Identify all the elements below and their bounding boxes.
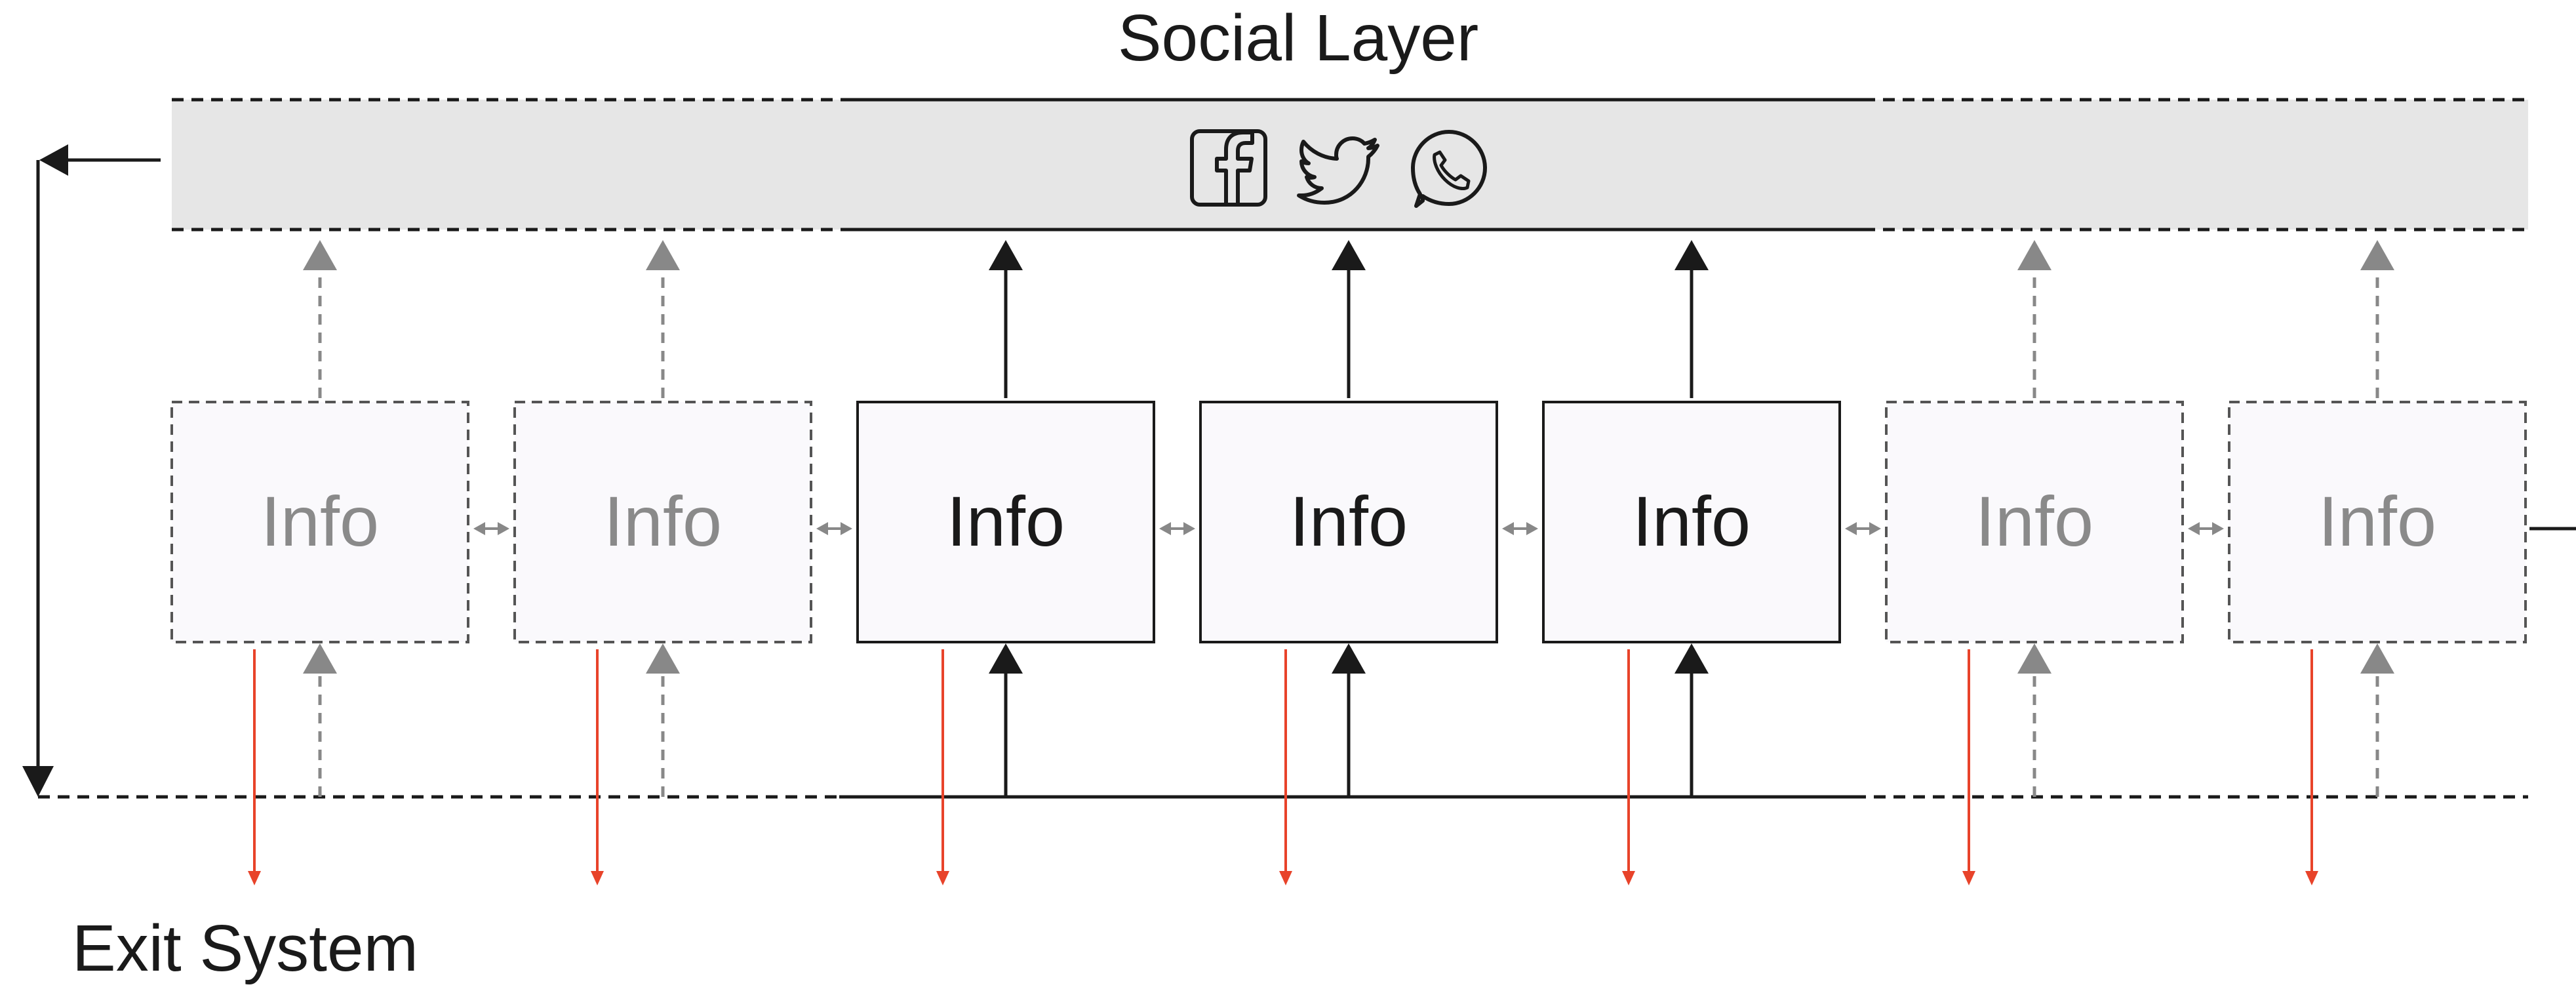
bidirectional-link <box>1159 522 1195 535</box>
up-arrow-to-social-layer-head <box>989 240 1023 270</box>
info-node: Info <box>170 240 469 885</box>
up-arrow-to-social-layer <box>2360 240 2394 398</box>
facebook-icon <box>1190 129 1267 207</box>
bidirectional-link <box>816 522 852 535</box>
exit-arrow-head <box>1962 871 1975 885</box>
twitter-icon <box>1297 136 1379 205</box>
info-node-label: Info <box>1633 481 1751 561</box>
up-arrow-from-baseline <box>303 643 337 797</box>
bidirectional-link <box>473 522 509 535</box>
social-layer-band <box>172 100 2528 230</box>
up-arrow-from-baseline-head <box>2017 643 2051 674</box>
info-node-box <box>170 401 469 643</box>
info-node: Info <box>1885 240 2184 885</box>
exit-system-label: Exit System <box>72 912 418 985</box>
bidirectional-link <box>1845 522 1881 535</box>
up-arrow-from-baseline-head <box>646 643 680 674</box>
info-node-box <box>1885 401 2184 643</box>
bidirectional-link <box>2188 522 2224 535</box>
up-arrow-to-social-layer-head <box>303 240 337 270</box>
exit-feedback-arrow <box>22 144 161 797</box>
link-right-head <box>2212 522 2224 535</box>
link-right-head <box>498 522 509 535</box>
info-node: Info <box>513 240 812 885</box>
up-arrow-from-baseline-head <box>1674 643 1709 674</box>
exit-arrow-head <box>936 871 949 885</box>
up-arrow-to-social-layer <box>303 240 337 398</box>
info-node: Info <box>856 240 1155 885</box>
info-node: Info <box>1199 240 1498 885</box>
link-left-head <box>816 522 828 535</box>
link-right-head <box>1183 522 1195 535</box>
link-left-head <box>1502 522 1514 535</box>
info-node-label: Info <box>947 481 1065 561</box>
up-arrow-from-baseline-head <box>1332 643 1366 674</box>
info-node-label: Info <box>2318 481 2436 561</box>
link-left-head <box>2188 522 2200 535</box>
up-arrow-to-social-layer-head <box>2017 240 2051 270</box>
up-arrow-to-social-layer-head <box>646 240 680 270</box>
up-arrow-from-baseline <box>1332 643 1366 797</box>
up-arrow-to-social-layer <box>1332 240 1366 398</box>
feedback-arrow-bottom-head <box>22 766 54 797</box>
info-node-label: Info <box>261 481 379 561</box>
exit-arrow-head <box>248 871 261 885</box>
social-layer-borders <box>172 98 2528 232</box>
up-arrow-to-social-layer <box>2017 240 2051 398</box>
up-arrow-from-baseline <box>1674 643 1709 797</box>
info-node-label: Info <box>604 481 722 561</box>
info-node-label: Info <box>1290 481 1408 561</box>
exit-arrow-head <box>1622 871 1635 885</box>
up-arrow-to-social-layer <box>646 240 680 398</box>
link-right-head <box>841 522 852 535</box>
up-arrow-from-baseline-head <box>2360 643 2394 674</box>
bidirectional-link <box>1502 522 1538 535</box>
info-node: Info <box>1542 240 1841 885</box>
link-right-head <box>1526 522 1538 535</box>
link-left-head <box>1845 522 1857 535</box>
up-arrow-from-baseline <box>646 643 680 797</box>
feedback-arrow-top-head <box>39 144 68 176</box>
exit-arrow-head <box>2305 871 2318 885</box>
info-node-box <box>513 401 812 643</box>
info-node: Info <box>2228 240 2527 885</box>
info-node-box <box>1199 401 1498 643</box>
link-left-head <box>1159 522 1171 535</box>
info-node-box <box>2228 401 2527 643</box>
up-arrow-from-baseline <box>989 643 1023 797</box>
nodes-layer: Info Info Info Info Info Info Info <box>170 240 2527 885</box>
link-left-head <box>473 522 485 535</box>
exit-arrow-head <box>1279 871 1292 885</box>
up-arrow-to-social-layer-head <box>1332 240 1366 270</box>
up-arrow-to-social-layer-head <box>1674 240 1709 270</box>
up-arrow-from-baseline <box>2360 643 2394 797</box>
up-arrow-to-social-layer <box>989 240 1023 398</box>
info-node-box <box>1542 401 1841 643</box>
link-right-head <box>1869 522 1881 535</box>
up-arrow-from-baseline <box>2017 643 2051 797</box>
exit-arrow-head <box>591 871 604 885</box>
whatsapp-icon <box>1411 130 1487 208</box>
social-layer-title: Social Layer <box>1118 1 1478 75</box>
info-node-box <box>856 401 1155 643</box>
up-arrow-from-baseline-head <box>303 643 337 674</box>
info-node-label: Info <box>1975 481 2093 561</box>
up-arrow-from-baseline-head <box>989 643 1023 674</box>
up-arrow-to-social-layer <box>1674 240 1709 398</box>
up-arrow-to-social-layer-head <box>2360 240 2394 270</box>
